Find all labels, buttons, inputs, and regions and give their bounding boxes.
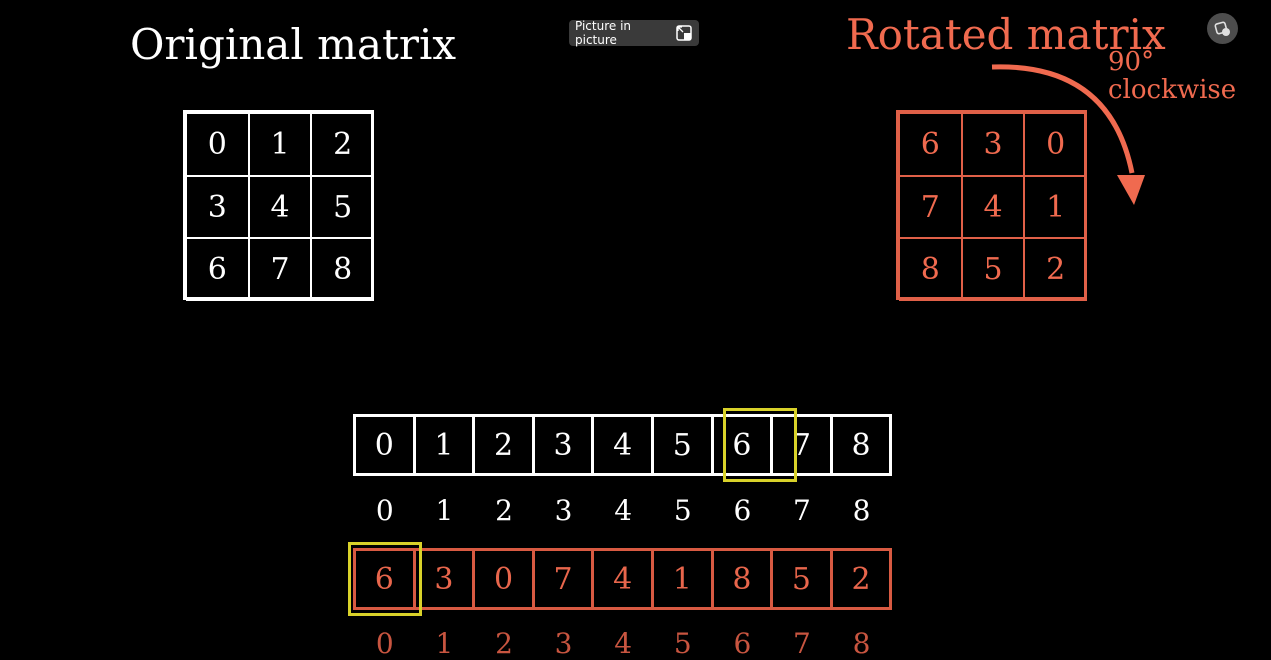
array-index: 8 xyxy=(852,627,871,660)
matrix-cell: 3 xyxy=(186,175,249,239)
array-cell: 1 xyxy=(650,548,714,610)
matrix-cell: 2 xyxy=(1024,238,1088,302)
pip-label: Picture in picture xyxy=(575,19,632,47)
matrix-cell: 5 xyxy=(961,238,1025,302)
array-index: 2 xyxy=(495,494,513,527)
matrix-cell: 7 xyxy=(248,238,312,302)
array-index: 0 xyxy=(375,494,394,527)
array-cell: 2 xyxy=(829,548,893,610)
array-cell: 4 xyxy=(591,548,654,610)
array-cell: 5 xyxy=(770,548,833,610)
array-index: 2 xyxy=(495,627,513,660)
array-index: 5 xyxy=(673,627,692,660)
array-cell: 0 xyxy=(353,414,416,476)
array-index: 1 xyxy=(435,627,454,660)
array-index: 6 xyxy=(733,494,752,527)
array-cell: 3 xyxy=(531,414,595,476)
array-cell: 1 xyxy=(412,414,476,476)
rotated-matrix-title: Rotated matrix xyxy=(846,10,1166,59)
matrix-cell: 7 xyxy=(899,175,962,239)
pip-exit-icon xyxy=(676,25,692,41)
highlight-box-original xyxy=(723,408,797,482)
extension-icon xyxy=(1214,21,1230,36)
matrix-cell: 6 xyxy=(899,113,962,176)
array-cell: 2 xyxy=(472,414,535,476)
original-index-row: 0 1 2 3 4 5 6 7 8 xyxy=(355,494,891,527)
matrix-cell: 6 xyxy=(186,238,249,302)
picture-in-picture-button[interactable]: Picture in picture xyxy=(569,19,699,47)
rotated-matrix-grid: 6 3 0 7 4 1 8 5 2 xyxy=(896,110,1088,302)
array-index: 8 xyxy=(852,494,871,527)
array-index: 6 xyxy=(733,627,752,660)
original-matrix-grid: 0 1 2 3 4 5 6 7 8 xyxy=(183,110,375,302)
highlight-box-rotated xyxy=(348,542,422,616)
matrix-cell: 5 xyxy=(311,175,375,239)
array-index: 7 xyxy=(793,494,811,527)
rotation-note: 90° clockwise xyxy=(1108,48,1236,104)
array-cell: 8 xyxy=(829,414,893,476)
rotated-index-row: 0 1 2 3 4 5 6 7 8 xyxy=(355,627,891,660)
array-index: 3 xyxy=(554,494,573,527)
matrix-cell: 4 xyxy=(961,175,1025,239)
array-cell: 8 xyxy=(710,548,774,610)
array-index: 0 xyxy=(375,627,394,660)
matrix-cell: 0 xyxy=(1024,113,1088,176)
rotation-direction: clockwise xyxy=(1108,75,1237,105)
matrix-cell: 8 xyxy=(311,238,375,302)
clockwise-arrow-icon xyxy=(991,64,1145,205)
array-index: 7 xyxy=(793,627,811,660)
array-cell: 5 xyxy=(650,414,714,476)
array-index: 4 xyxy=(614,494,633,527)
original-matrix-title: Original matrix xyxy=(130,20,457,69)
array-index: 4 xyxy=(614,627,633,660)
matrix-cell: 3 xyxy=(961,113,1025,176)
matrix-cell: 4 xyxy=(248,175,312,239)
original-array-row: 0 1 2 3 4 5 6 7 8 xyxy=(353,414,893,476)
matrix-cell: 0 xyxy=(186,113,249,176)
array-index: 1 xyxy=(435,494,454,527)
array-cell: 7 xyxy=(531,548,595,610)
rotated-array-row: 6 3 0 7 4 1 8 5 2 xyxy=(353,548,893,610)
matrix-cell: 1 xyxy=(248,113,312,176)
matrix-cell: 1 xyxy=(1024,175,1088,239)
array-index: 3 xyxy=(554,627,573,660)
array-index: 5 xyxy=(673,494,692,527)
rotation-degrees: 90° xyxy=(1108,47,1155,77)
extension-button[interactable] xyxy=(1207,13,1238,44)
array-cell: 4 xyxy=(591,414,654,476)
matrix-cell: 8 xyxy=(899,238,962,302)
matrix-cell: 2 xyxy=(311,113,375,176)
array-cell: 0 xyxy=(472,548,535,610)
